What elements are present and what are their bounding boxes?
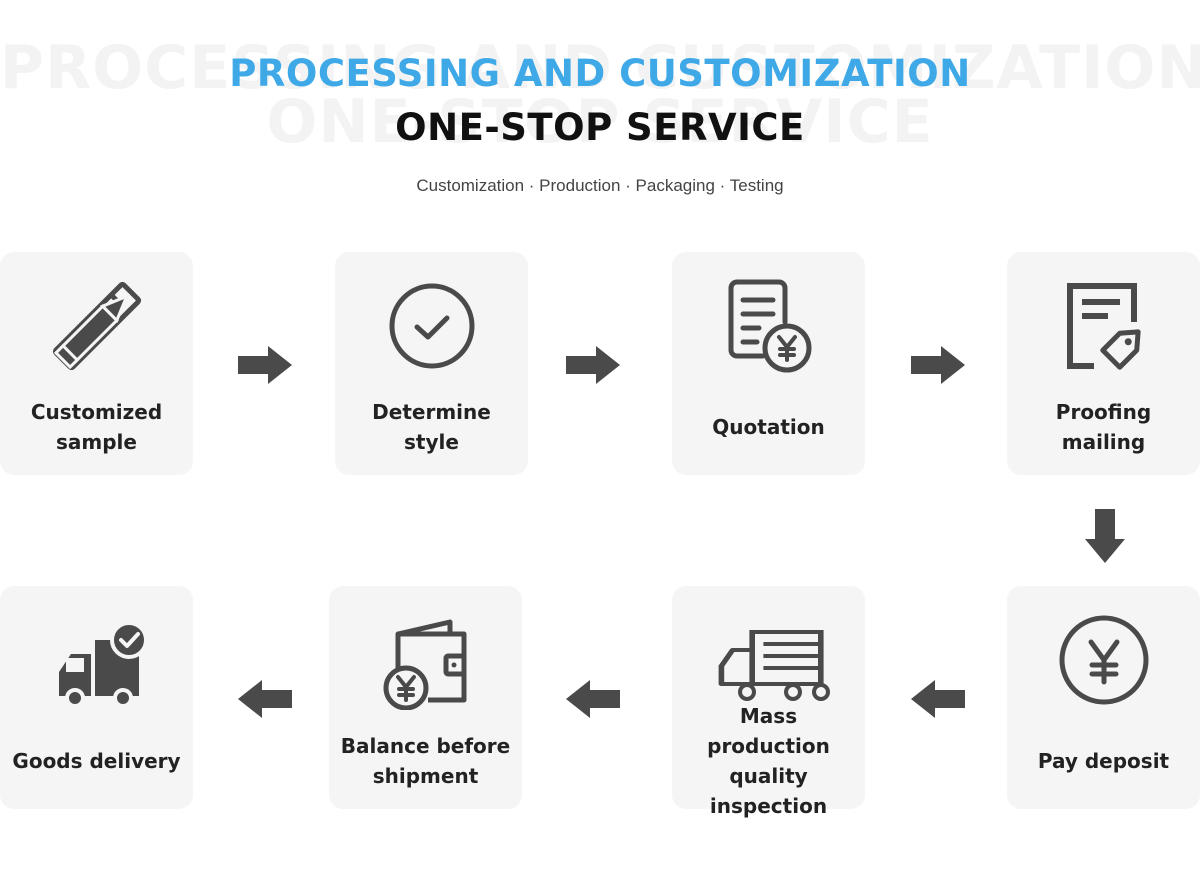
step-card-quotation: Quotation <box>672 252 865 475</box>
check-circle-icon <box>389 283 474 369</box>
wallet-yen-icon <box>383 619 466 710</box>
step-label: Quotation <box>712 415 825 439</box>
step-label: Determine style <box>372 400 491 454</box>
arrow-left-icon <box>566 680 620 718</box>
yen-circle-icon <box>1059 615 1148 705</box>
arrow-right-icon <box>566 346 620 384</box>
step-card-proofing-mailing: Proofing mailing <box>1007 252 1200 475</box>
arrow-right-icon <box>238 346 292 384</box>
step-label: Customized sample <box>30 400 163 454</box>
step-card-customized-sample: Customized sample <box>0 252 193 475</box>
background-watermark-line1: PROCESSING AND CUSTOMIZATION <box>0 33 1200 103</box>
step-label: Goods delivery <box>12 749 181 773</box>
document-yen-icon <box>728 279 811 373</box>
step-card-pay-deposit: Pay deposit <box>1007 586 1200 809</box>
arrow-down-icon <box>1085 509 1125 563</box>
document-tag-icon <box>1066 283 1141 370</box>
arrow-left-icon <box>911 680 965 718</box>
step-card-determine-style: Determine style <box>335 252 528 475</box>
step-label: Proofing mailing <box>1055 400 1152 454</box>
page-title-secondary: ONE-STOP SERVICE <box>395 106 805 149</box>
step-label: Balance before shipment <box>340 734 511 788</box>
step-card-balance-before-shipment: Balance before shipment <box>329 586 522 809</box>
step-label: Pay deposit <box>1037 749 1170 773</box>
step-label: Mass production quality inspection <box>707 704 830 818</box>
truck-icon <box>718 630 830 701</box>
arrow-left-icon <box>238 680 292 718</box>
delivery-truck-check-icon <box>58 621 148 708</box>
arrow-right-icon <box>911 346 965 384</box>
step-card-goods-delivery: Goods delivery <box>0 586 193 809</box>
page-subtitle: Customization · Production · Packaging ·… <box>416 176 784 195</box>
background-watermark-line2: ONE-STOP SERVICE <box>266 87 934 157</box>
pencil-ruler-icon <box>52 281 141 371</box>
page-title-primary: PROCESSING AND CUSTOMIZATION <box>229 52 971 95</box>
step-card-mass-production: Mass production quality inspection <box>672 586 865 818</box>
